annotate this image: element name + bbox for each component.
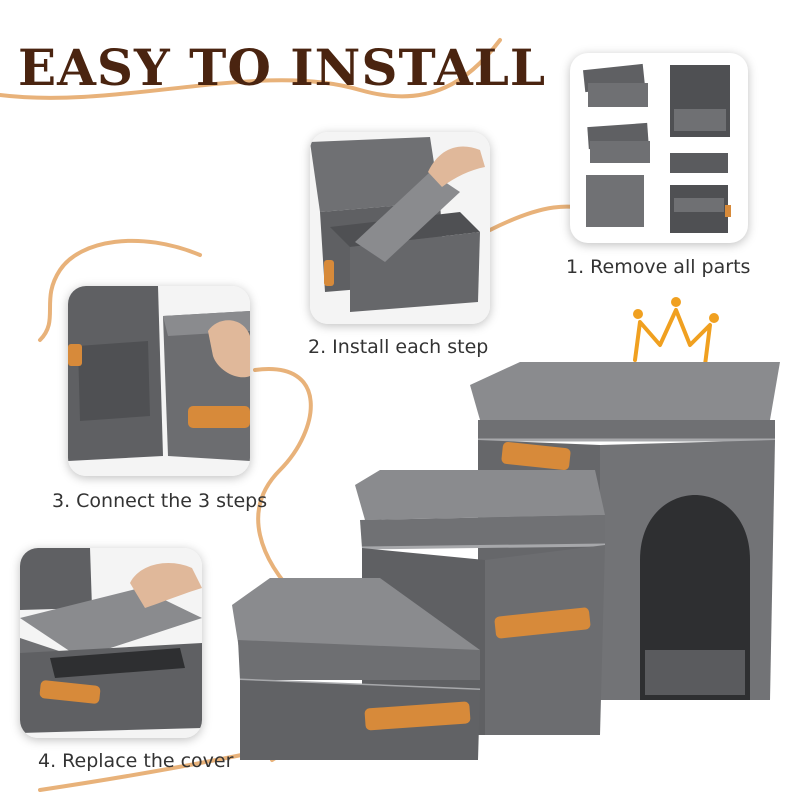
page-title: EASY TO INSTALL bbox=[18, 38, 547, 97]
front-step-box bbox=[232, 578, 481, 760]
step-3-label: 3. Connect the 3 steps bbox=[52, 490, 268, 512]
step-2-photo bbox=[310, 132, 490, 324]
step-2-label: 2. Install each step bbox=[308, 336, 489, 358]
decorative-curve bbox=[0, 38, 612, 602]
step-4-photo bbox=[20, 548, 202, 738]
step-1-photo bbox=[570, 53, 748, 243]
step-4-label: 4. Replace the cover bbox=[38, 750, 234, 772]
step-3-photo bbox=[68, 286, 250, 476]
step-1-label: 1. Remove all parts bbox=[566, 256, 751, 278]
